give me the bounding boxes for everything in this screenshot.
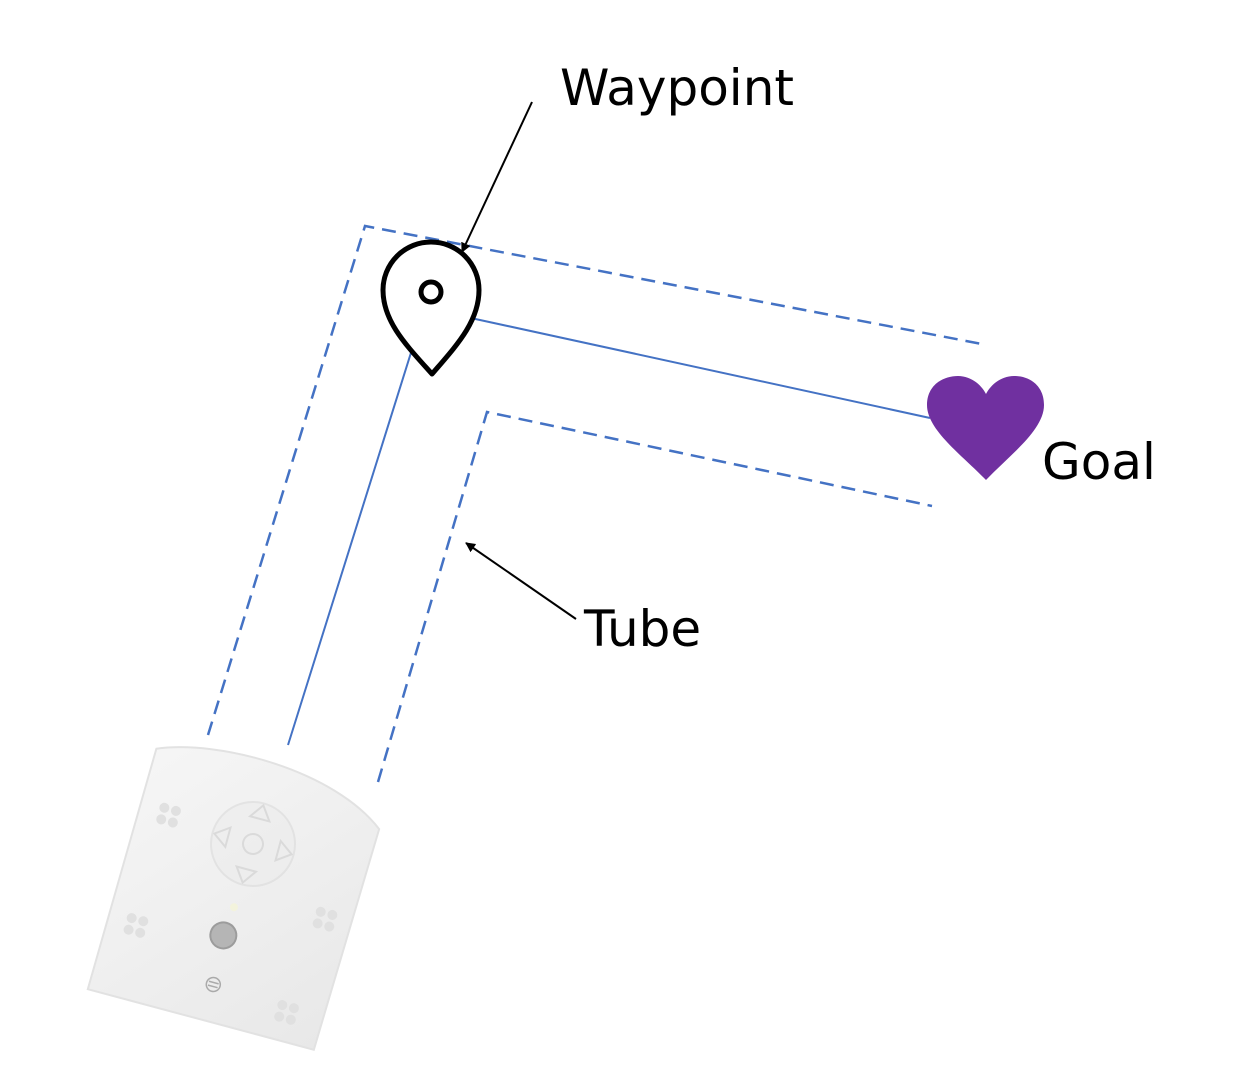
robot-dot-clusters xyxy=(123,802,338,1025)
waypoint-marker xyxy=(380,239,482,377)
map-pin-icon xyxy=(380,239,482,377)
waypoint-callout-arrow xyxy=(461,101,533,253)
robot-dpad xyxy=(210,800,297,887)
tube-inner-boundary xyxy=(376,410,933,783)
tube-callout-arrow xyxy=(465,542,577,620)
robot-speaker xyxy=(205,976,222,993)
robot-body xyxy=(86,746,381,1051)
map-pin-center xyxy=(418,279,444,305)
tube-label: Tube xyxy=(583,600,701,658)
planned-path-line xyxy=(287,306,931,746)
heart-icon xyxy=(927,376,1044,480)
goal-label: Goal xyxy=(1042,433,1156,491)
waypoint-label: Waypoint xyxy=(560,59,794,117)
robot-device xyxy=(86,746,381,1051)
tube-outer-boundary xyxy=(206,224,983,736)
robot-power-button xyxy=(209,921,238,950)
robot-status-led xyxy=(229,903,238,912)
